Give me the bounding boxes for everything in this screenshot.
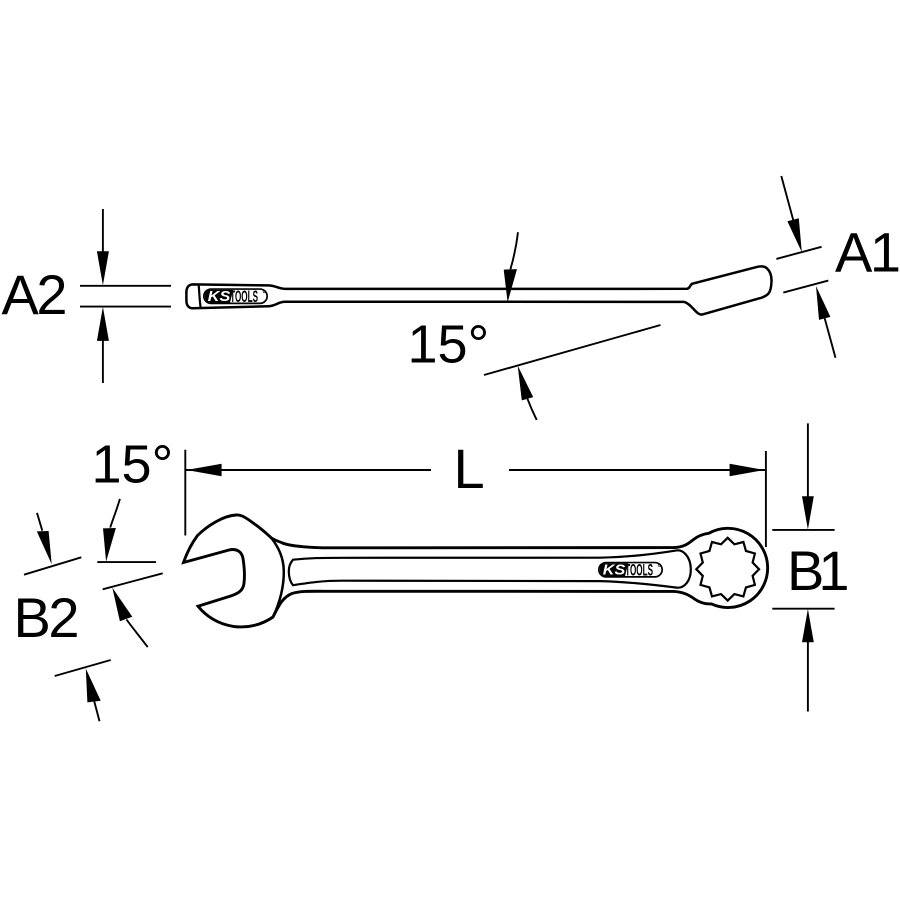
svg-text:A1: A1: [835, 221, 899, 284]
svg-text:B1: B1: [787, 539, 847, 602]
svg-text:A2: A2: [2, 263, 66, 326]
svg-text:L: L: [454, 437, 485, 500]
svg-text:15°: 15°: [408, 315, 490, 375]
svg-text:B2: B2: [14, 586, 78, 649]
svg-text:15°: 15°: [92, 435, 174, 495]
